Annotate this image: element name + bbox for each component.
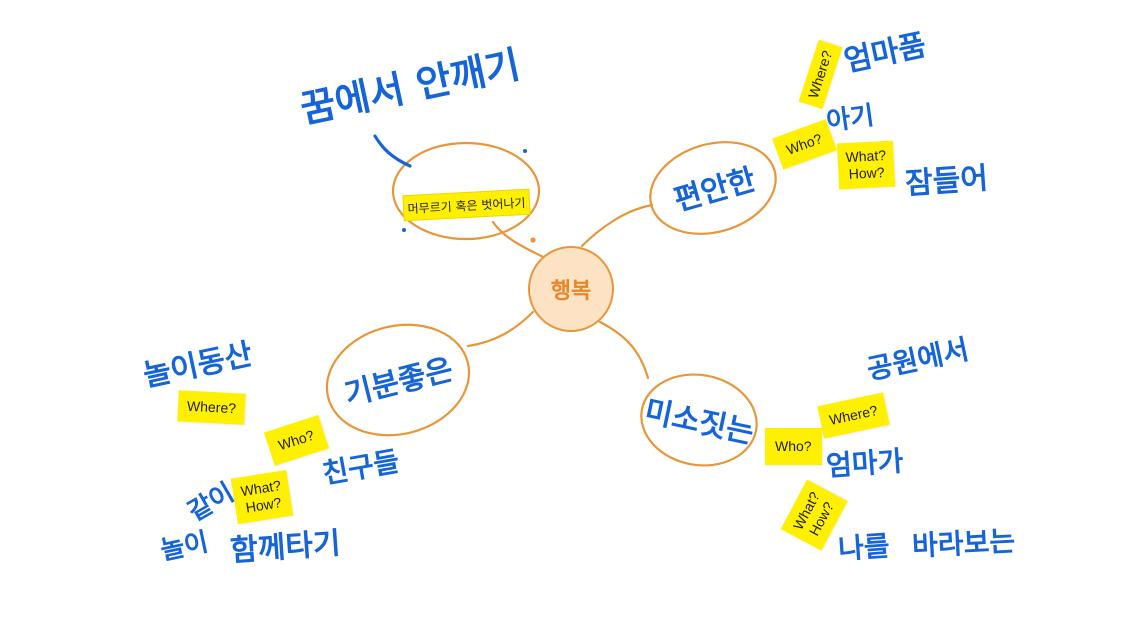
- answer-what-how-bottom-left-3: 함께타기: [229, 526, 342, 569]
- tag-who-bottom-right: Who?: [765, 428, 822, 465]
- connector-bottom-left: [466, 310, 535, 348]
- tag-where-bottom-left: Where?: [177, 390, 246, 425]
- center-label: 행복: [550, 279, 592, 304]
- connector-top-right: [580, 203, 654, 248]
- connector-top-left: [491, 220, 547, 260]
- tag-what-how-top-right: What? How?: [836, 140, 896, 190]
- oval-text-top-left: 머무르기 혹은 벗어나기: [407, 195, 526, 216]
- answer-who-bottom-right: 엄마가: [825, 444, 905, 483]
- blue-dot-left: [402, 228, 406, 232]
- answer-what-how-bottom-right-2: 바라보는: [911, 524, 1016, 563]
- oval-top-left: [391, 141, 541, 241]
- answer-who-top-right: 아기: [824, 100, 877, 138]
- tag-what-how-bottom-left: What? How?: [230, 469, 294, 525]
- oval-bottom-right: [640, 373, 758, 467]
- orange-dot: [530, 237, 536, 243]
- oval-bottom-left: [325, 323, 471, 437]
- oval-top-right: [649, 141, 777, 235]
- center-node[interactable]: 행복: [528, 246, 614, 332]
- answer-what-how-bottom-right-1: 나를: [837, 529, 891, 566]
- blue-dot-right: [523, 149, 527, 153]
- connector-bottom-right: [598, 320, 650, 380]
- pointer-stroke: [373, 134, 412, 168]
- answer-what-how-top-right: 잠들어: [904, 161, 990, 202]
